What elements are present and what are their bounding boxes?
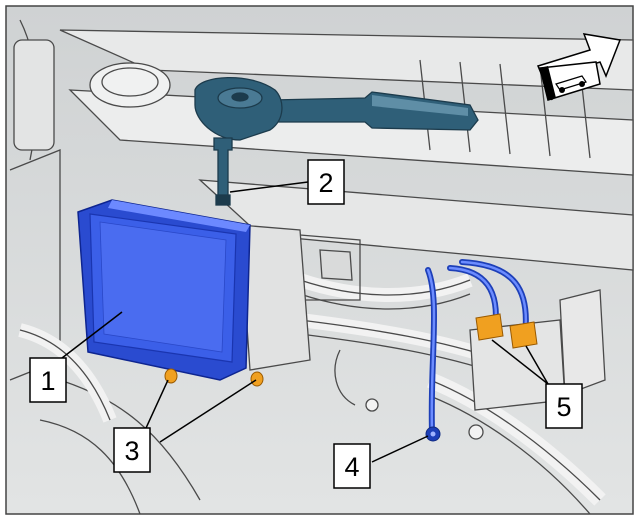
leader-line-3a: [145, 379, 169, 429]
callout-1: 1: [29, 357, 67, 403]
callout-4-label: 4: [344, 452, 359, 482]
leader-line-5a: [491, 339, 549, 385]
ratchet-wrench-icon: [194, 76, 479, 206]
callout-1-label: 1: [40, 366, 55, 396]
callout-5: 5: [545, 383, 583, 429]
leader-line-5b: [525, 345, 549, 385]
callout-2: 2: [307, 159, 345, 205]
ground-terminal: [425, 426, 441, 442]
callout-5-label: 5: [556, 392, 571, 422]
engine-bay-background: [9, 19, 634, 515]
callout-3: 3: [113, 427, 151, 473]
leader-line-2: [229, 181, 309, 193]
leader-line-3b: [159, 379, 257, 443]
engine-control-module: [77, 199, 251, 381]
callout-2-label: 2: [318, 168, 333, 198]
callout-3-label: 3: [124, 436, 139, 466]
harness-clips: [475, 313, 538, 349]
vehicle-front-direction-arrow-icon: [536, 33, 622, 101]
wiring-harness: [425, 259, 529, 435]
module-fasteners: [164, 368, 264, 387]
leader-line-4: [371, 435, 429, 463]
callout-leader-lines: [61, 181, 549, 463]
leader-line-1: [61, 311, 123, 359]
callout-4: 4: [333, 443, 371, 489]
